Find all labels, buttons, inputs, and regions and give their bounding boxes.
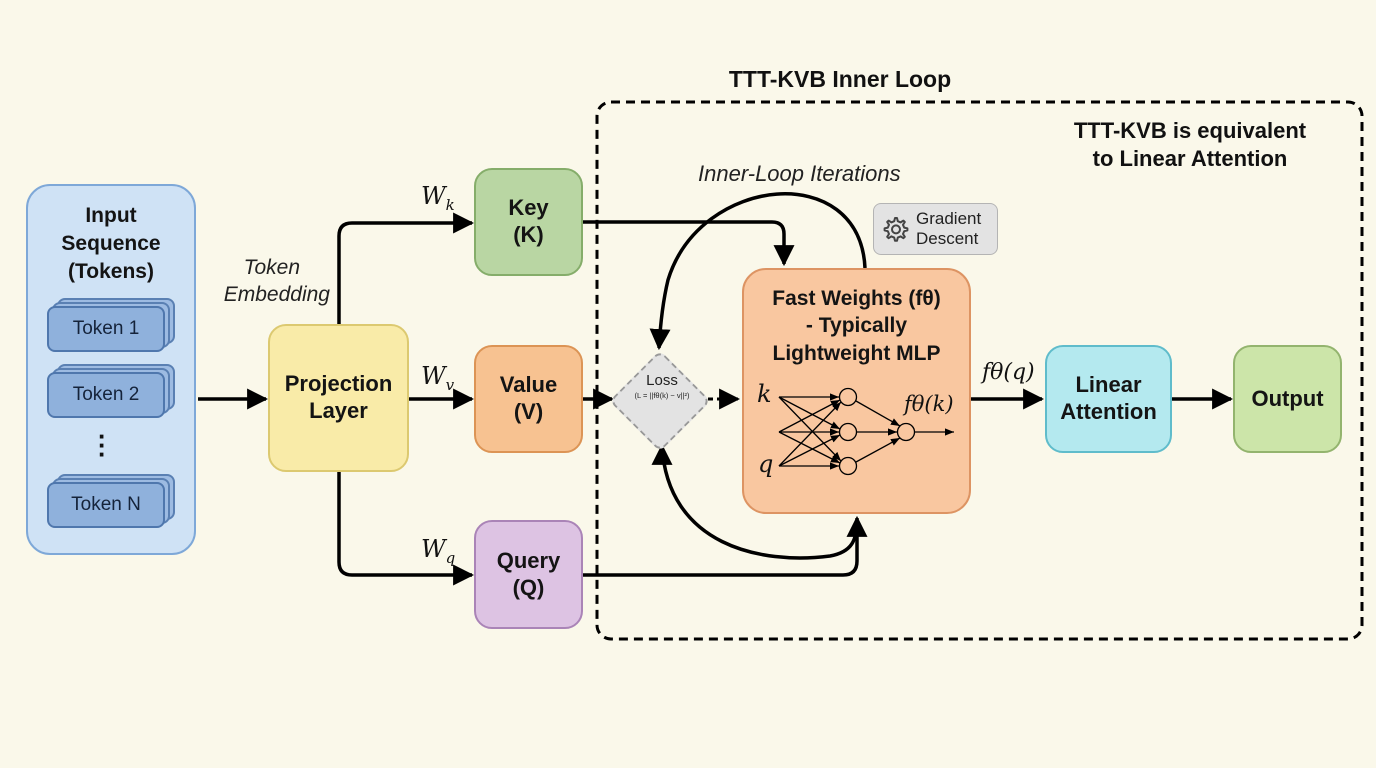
mlp-edge <box>855 437 901 463</box>
mlp-edge <box>778 399 841 433</box>
weight-v-symbol: W <box>421 362 446 390</box>
projection-line2: Layer <box>309 398 368 423</box>
fast-weights-line1: Fast Weights (fθ) <box>772 287 941 310</box>
query-line1: Query <box>496 547 561 573</box>
projection-layer-box[interactable]: Projection Layer <box>268 324 409 472</box>
mlp-edge <box>778 431 841 464</box>
equivalence-note-line1: TTT-KVB is equivalent <box>1073 118 1307 143</box>
mlp-hidden-node <box>838 387 858 407</box>
projection-line1: Projection <box>284 371 393 397</box>
weight-v-subscript: v <box>445 375 455 394</box>
value-line1: Value <box>499 372 558 398</box>
value-line2: (V) <box>513 399 544 424</box>
token-2[interactable]: Token 2 <box>47 372 165 418</box>
token-embedding-line1: Token <box>243 256 300 279</box>
value-box[interactable]: Value(V) <box>474 345 583 453</box>
f-theta-q-label: fθ(q) <box>982 360 1035 385</box>
inner-loop-iterations-label: Inner-Loop Iterations <box>698 161 901 186</box>
output-label: Output <box>1251 385 1324 411</box>
mlp-hidden-node <box>838 422 858 442</box>
query-box[interactable]: Query(Q) <box>474 520 583 629</box>
mlp-input-q: q <box>758 450 774 478</box>
loss-formula: (L = ||fθ(k) − v||²) <box>634 391 690 400</box>
token-1[interactable]: Token 1 <box>47 306 165 352</box>
fast-weights-line3: Lightweight MLP <box>772 341 941 365</box>
fast-weights-line2: - Typically <box>805 314 908 338</box>
input-title-line3: (Tokens) <box>68 259 154 283</box>
token-embedding-label: Token Embedding <box>204 254 330 309</box>
token-n[interactable]: Token N <box>47 482 165 528</box>
gear-icon <box>883 217 909 242</box>
mlp-edge <box>778 396 842 462</box>
weight-label-q: Wq <box>421 535 455 567</box>
equivalence-note: TTT-KVB is equivalent to Linear Attentio… <box>1040 117 1340 172</box>
equivalence-note-line2: to Linear Attention <box>1092 145 1288 171</box>
arrow-projection-to-key <box>337 212 475 324</box>
mlp-edge <box>778 434 841 467</box>
input-title-line2: Sequence <box>61 231 161 255</box>
mlp-output-label: fθ(k) <box>904 392 954 416</box>
output-box[interactable]: Output <box>1233 345 1342 453</box>
mlp-output-node <box>896 422 916 442</box>
mlp-hidden-node <box>838 456 858 476</box>
weight-q-subscript: q <box>445 548 456 567</box>
weight-q-symbol: W <box>421 535 446 563</box>
mlp-edge <box>778 401 842 467</box>
fast-weights-box[interactable]: Fast Weights (fθ) - Typically Lightweigh… <box>742 268 971 514</box>
linear-attention-line2: Attention <box>1060 399 1157 424</box>
arrow-key-to-fast-weights <box>583 220 795 267</box>
loss-label: Loss <box>646 372 678 389</box>
loss-label-group: Loss (L = ||fθ(k) − v||²) <box>604 372 720 400</box>
mlp-edge <box>855 400 901 427</box>
query-line2: (Q) <box>512 574 545 600</box>
gradient-descent-badge: Gradient Descent <box>873 203 998 255</box>
linear-attention-line1: Linear <box>1075 372 1142 398</box>
loss-diamond[interactable] <box>609 350 711 452</box>
gradient-descent-line2: Descent <box>916 229 979 248</box>
weight-label-k: Wk <box>421 182 455 214</box>
token-embedding-line2: Embedding <box>223 283 330 307</box>
weight-k-subscript: k <box>445 195 455 214</box>
token-ellipsis: ··· <box>98 421 107 469</box>
weight-k-symbol: W <box>421 182 446 210</box>
mlp-diagram <box>778 387 954 476</box>
input-title-line1: Input <box>85 204 137 227</box>
arrow-query-to-fast-weights <box>583 515 868 577</box>
mlp-input-k: k <box>757 380 772 408</box>
key-line2: (K) <box>513 222 544 247</box>
key-box[interactable]: Key(K) <box>474 168 583 276</box>
key-line1: Key <box>508 195 549 221</box>
weight-label-v: Wv <box>421 362 454 394</box>
mlp-edge <box>778 396 841 430</box>
gradient-descent-line1: Gradient <box>916 208 982 228</box>
inner-loop-title: TTT-KVB Inner Loop <box>728 66 952 92</box>
